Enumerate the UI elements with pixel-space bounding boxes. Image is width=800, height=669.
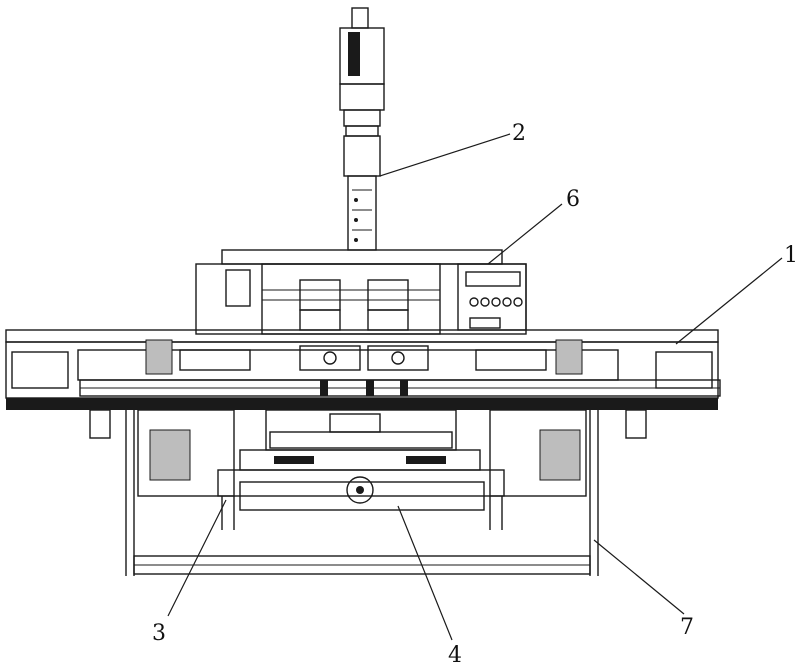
callout-7: 7 — [680, 615, 694, 640]
callout-6: 6 — [566, 187, 580, 212]
leader-7 — [594, 540, 684, 614]
leader-6 — [488, 204, 562, 264]
lower-assembly — [90, 410, 646, 496]
leader-1 — [676, 258, 782, 344]
control-panel — [458, 264, 526, 330]
vertical-motor-column — [340, 8, 384, 250]
leader-3 — [168, 500, 226, 616]
main-frame — [6, 330, 720, 410]
upper-housing — [196, 250, 526, 334]
callout-4: 4 — [448, 643, 462, 668]
leader-lines — [168, 134, 782, 640]
callout-1: 1 — [784, 243, 798, 268]
callout-2: 2 — [512, 121, 526, 146]
callout-3: 3 — [152, 621, 166, 646]
leader-4 — [398, 506, 452, 640]
bottom-plate — [218, 470, 504, 510]
leader-2 — [380, 134, 510, 176]
